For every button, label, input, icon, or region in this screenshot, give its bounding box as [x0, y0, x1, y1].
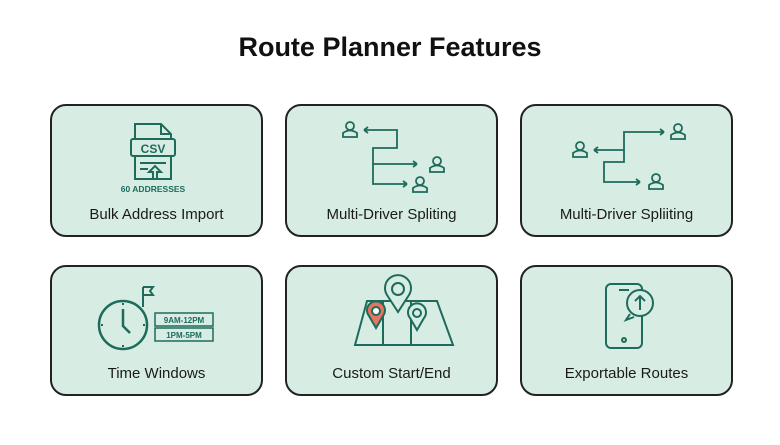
feature-card-bulk-import: CSV 60 ADDRESSES Bulk Address Import	[50, 104, 263, 237]
driver-split-icon	[342, 121, 445, 193]
svg-text:CSV: CSV	[141, 142, 166, 156]
svg-text:1PM-5PM: 1PM-5PM	[166, 331, 202, 340]
driver-split-icon	[572, 123, 686, 190]
map-pins-icon	[353, 274, 455, 346]
card-label: Bulk Address Import	[89, 206, 224, 223]
page-title: Route Planner Features	[238, 32, 542, 62]
svg-text:9AM-12PM: 9AM-12PM	[164, 316, 205, 325]
card-label: Multi-Driver Spliting	[326, 206, 457, 223]
phone-export-icon	[605, 283, 654, 349]
feature-card-multi-driver: Multi-Driver Spliting	[285, 104, 498, 237]
feature-card-multi-driver-2: Multi-Driver Spliiting	[520, 104, 733, 237]
feature-card-exportable-routes: Exportable Routes	[520, 265, 733, 396]
feature-card-custom-start-end: Custom Start/End	[285, 265, 498, 396]
svg-text:60 ADDRESSES: 60 ADDRESSES	[121, 184, 186, 194]
feature-card-time-windows: 9AM-12PM 1PM-5PM Time Windows	[50, 265, 263, 396]
card-label: Custom Start/End	[332, 365, 451, 382]
csv-file-icon: CSV 60 ADDRESSES	[121, 123, 186, 194]
card-label: Exportable Routes	[564, 365, 689, 382]
clock-icon: 9AM-12PM 1PM-5PM	[97, 286, 214, 351]
card-label: Multi-Driver Spliiting	[559, 206, 694, 223]
card-label: Time Windows	[107, 365, 206, 382]
